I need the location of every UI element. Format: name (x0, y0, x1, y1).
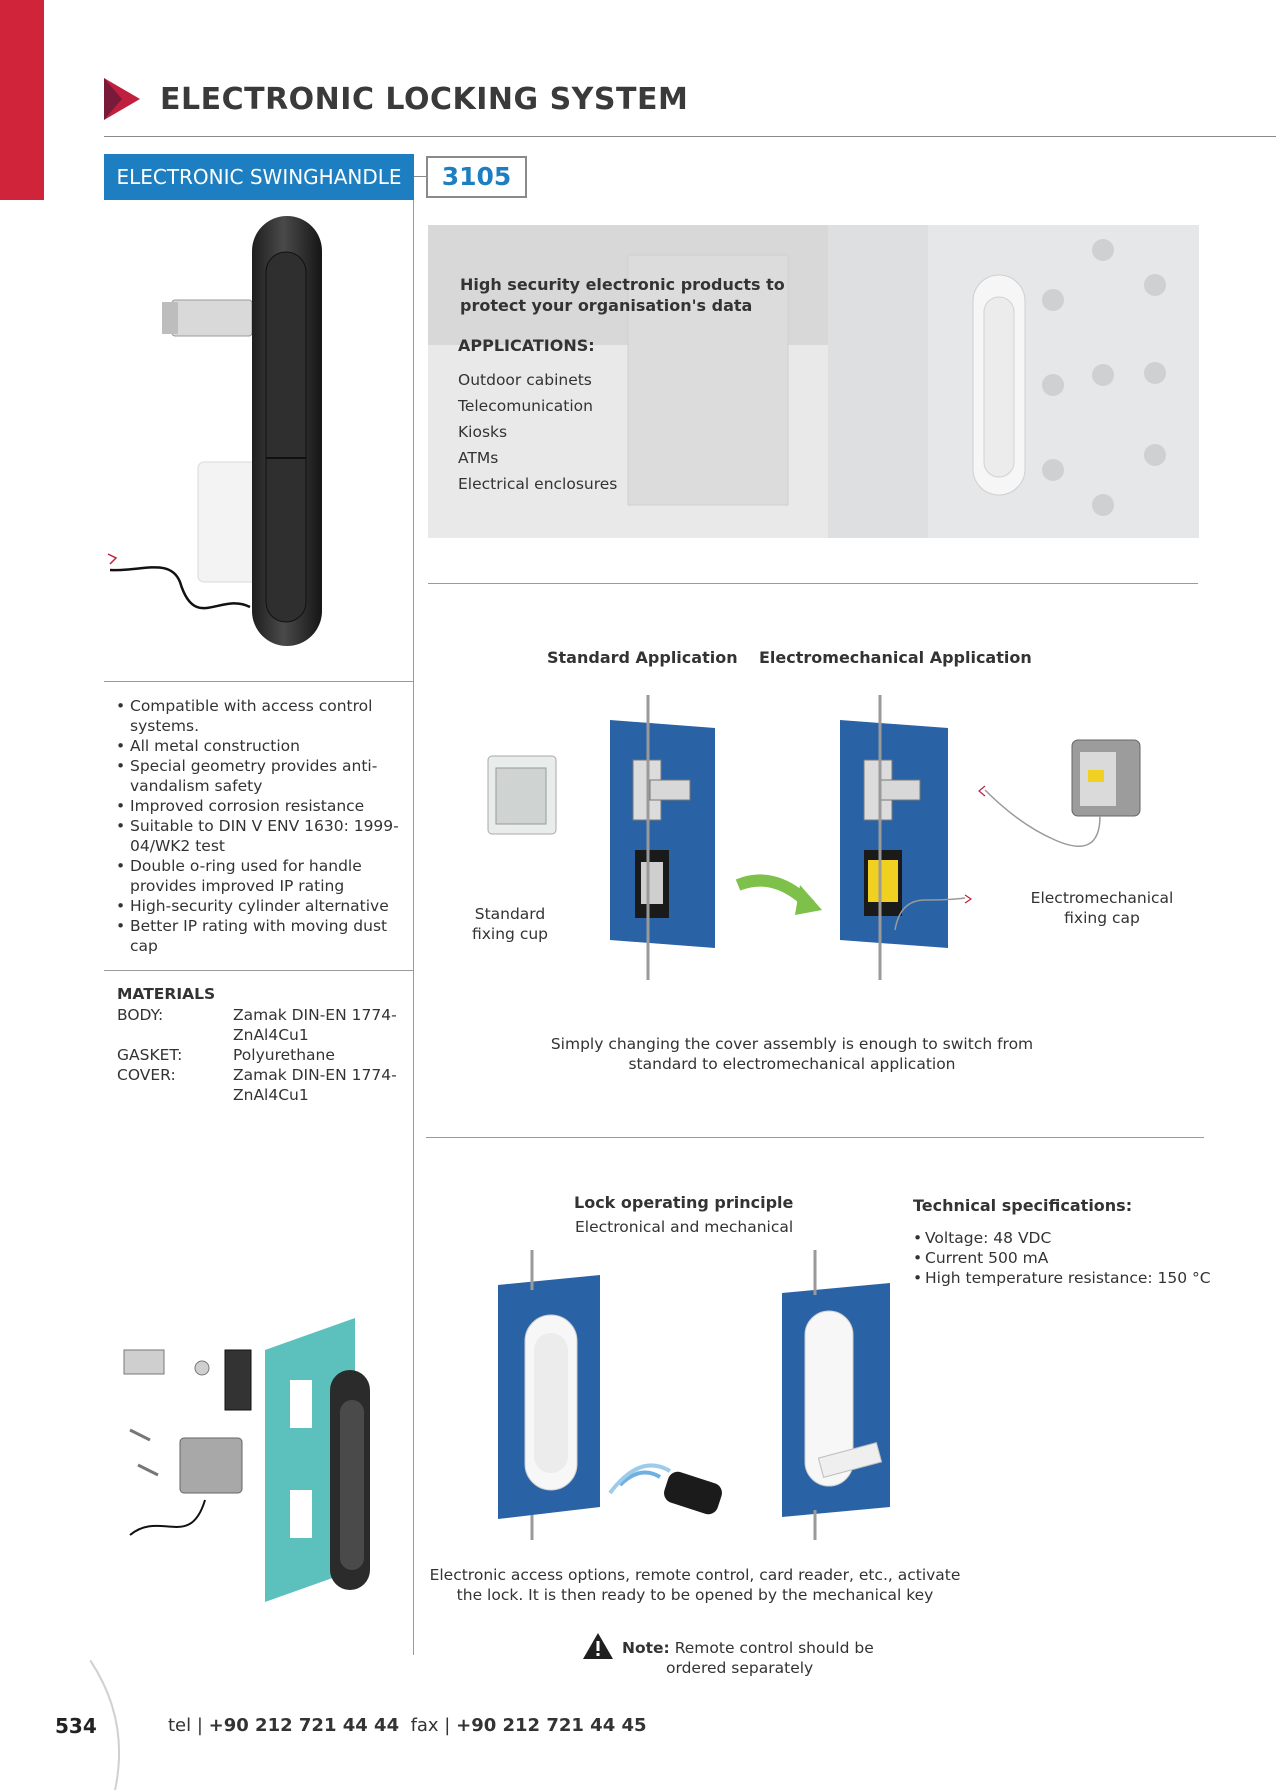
applications-heading: APPLICATIONS: (458, 336, 595, 355)
hero-banner-image (428, 225, 1199, 538)
exploded-assembly-image (123, 1318, 370, 1602)
feature-item: Better IP rating with moving dust cap (116, 916, 406, 956)
right-divider-1 (428, 583, 1198, 584)
application-item: Telecomunication (458, 397, 593, 415)
application-item: Outdoor cabinets (458, 371, 592, 389)
feature-item: All metal construction (116, 736, 406, 756)
lock-principle-image (498, 1250, 890, 1540)
electromechanical-application-heading: Electromechanical Application (759, 648, 1032, 667)
page-edge-tab (0, 0, 44, 200)
tel-number: +90 212 721 44 44 (208, 1715, 400, 1736)
feature-item: Suitable to DIN V ENV 1630: 1999-04/WK2 … (116, 816, 406, 856)
fax-number: +90 212 721 44 45 (456, 1715, 647, 1736)
left-divider-2 (104, 970, 413, 971)
footer-curve-decoration (90, 1660, 121, 1790)
swinghandle-product-image (107, 216, 322, 646)
material-key-gasket: GASKET: (117, 1046, 183, 1064)
tech-spec-item: High temperature resistance: 150 °C (913, 1268, 1211, 1288)
hero-tagline-line-1: High security electronic products to (460, 275, 785, 294)
application-caption-line-1: Simply changing the cover assembly is en… (550, 1035, 1034, 1053)
right-divider-2 (426, 1137, 1204, 1138)
hero-tagline-line-2: protect your organisation's data (460, 296, 753, 315)
standard-cup-label-line-2: fixing cup (471, 925, 549, 943)
hero-text-block: High security electronic products to pro… (458, 274, 818, 497)
tel-label: tel | (168, 1715, 203, 1736)
note-line-2: ordered separately (666, 1659, 814, 1677)
code-connector-line (414, 176, 426, 177)
feature-item: Special geometry provides anti-vandalism… (116, 756, 406, 796)
footer-contact: tel | +90 212 721 44 44 fax | +90 212 72… (168, 1715, 647, 1736)
warning-icon (583, 1633, 613, 1659)
standard-fixing-cup-label: Standard fixing cup (450, 904, 570, 944)
product-code: 3105 (426, 156, 527, 198)
material-value-gasket: Polyurethane (233, 1046, 335, 1064)
title-arrow-icon (104, 78, 140, 120)
product-name-label: ELECTRONIC SWINGHANDLE (104, 154, 414, 200)
standard-cup-label-line-1: Standard (474, 905, 546, 923)
lock-principle-heading: Lock operating principle (574, 1193, 794, 1212)
electro-cap-label-line-2: fixing cap (1064, 909, 1140, 927)
tech-spec-item: Voltage: 48 VDC (913, 1228, 1211, 1248)
tech-specs-heading: Technical specifications: (913, 1196, 1133, 1215)
tech-specs-list: Voltage: 48 VDC Current 500 mA High temp… (913, 1228, 1211, 1288)
lock-caption-line-2: the lock. It is then ready to be opened … (456, 1586, 934, 1604)
title-divider (104, 136, 1276, 137)
note-line-1: Remote control should be (674, 1639, 874, 1657)
fax-label: fax | (410, 1715, 451, 1736)
application-item: Electrical enclosures (458, 475, 618, 493)
application-comparison-image (487, 695, 1141, 980)
material-value-cover: Zamak DIN-EN 1774-ZnAl4Cu1 (233, 1066, 397, 1104)
feature-item: Double o-ring used for handle provides i… (116, 856, 406, 896)
left-divider-1 (104, 681, 413, 682)
electro-cap-label-line-1: Electromechanical (1030, 889, 1174, 907)
applications-list: Outdoor cabinets Telecomunication Kiosks… (458, 367, 818, 497)
feature-item: Improved corrosion resistance (116, 796, 406, 816)
page-number: 534 (55, 1714, 97, 1738)
application-caption: Simply changing the cover assembly is en… (520, 1034, 1064, 1074)
materials-heading: MATERIALS (117, 985, 216, 1003)
feature-item: High-security cylinder alternative (116, 896, 406, 916)
note-text: Note: Remote control should be ordered s… (622, 1638, 874, 1678)
electromechanical-fixing-cap-label: Electromechanical fixing cap (1012, 888, 1192, 928)
note-label: Note: (622, 1639, 670, 1657)
application-item: ATMs (458, 449, 499, 467)
tech-spec-item: Current 500 mA (913, 1248, 1211, 1268)
application-caption-line-2: standard to electromechanical applicatio… (628, 1055, 956, 1073)
lock-caption-line-1: Electronic access options, remote contro… (429, 1566, 961, 1584)
lock-principle-subheading: Electronical and mechanical (575, 1218, 794, 1236)
application-item: Kiosks (458, 423, 508, 441)
material-key-cover: COVER: (117, 1066, 176, 1084)
material-key-body: BODY: (117, 1006, 164, 1024)
feature-list: Compatible with access control systems. … (116, 696, 406, 956)
lock-caption: Electronic access options, remote contro… (420, 1565, 970, 1605)
page-title: ELECTRONIC LOCKING SYSTEM (160, 82, 689, 117)
feature-item: Compatible with access control systems. (116, 696, 406, 736)
standard-application-heading: Standard Application (547, 648, 738, 667)
material-value-body: Zamak DIN-EN 1774-ZnAl4Cu1 (233, 1006, 397, 1044)
column-divider (413, 200, 414, 1655)
